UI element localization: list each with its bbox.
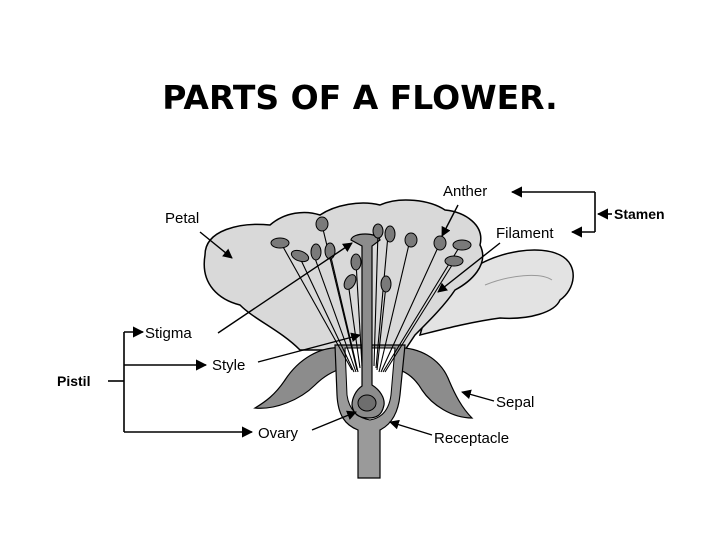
style-label: Style <box>212 357 245 374</box>
stigma-label: Stigma <box>145 325 192 342</box>
anther <box>404 232 418 248</box>
petal-pointer <box>199 231 233 259</box>
pistil-bracket <box>108 326 254 438</box>
stigma-pointer <box>217 242 353 334</box>
anther <box>343 274 357 290</box>
anther <box>315 216 329 232</box>
right-sepal <box>389 347 474 419</box>
ovary-label: Ovary <box>258 425 299 442</box>
style-pointer <box>257 332 361 363</box>
pistil-style <box>350 233 385 419</box>
ovary-ovule <box>357 394 377 412</box>
pistil-label: Pistil <box>57 373 90 389</box>
anther <box>310 243 322 261</box>
diagram-title: PARTS OF A FLOWER. <box>162 78 558 117</box>
pointer-lines <box>199 204 501 436</box>
anther <box>380 275 392 293</box>
right-petal-shadow <box>484 275 553 286</box>
filament-label: Filament <box>496 225 554 242</box>
stamens <box>281 224 461 373</box>
anther <box>324 242 336 260</box>
receptacle-pointer <box>389 419 433 436</box>
anthers <box>270 216 472 293</box>
receptacle-label: Receptacle <box>434 430 509 447</box>
anther-label: Anther <box>443 183 487 200</box>
filament-pointer <box>437 242 501 293</box>
sepal-label: Sepal <box>496 394 534 411</box>
anther <box>444 255 464 267</box>
anther <box>270 237 290 249</box>
anther <box>372 223 384 239</box>
anther <box>384 225 396 243</box>
ovary-pointer <box>311 410 357 431</box>
anther <box>350 253 362 271</box>
anther <box>452 239 472 251</box>
stamen-bracket <box>510 186 612 238</box>
petal-label: Petal <box>165 210 199 227</box>
stamen-label: Stamen <box>614 206 665 222</box>
left-sepal <box>253 347 349 409</box>
anther-pointer <box>441 204 459 237</box>
anther <box>290 249 310 263</box>
anther <box>433 235 447 251</box>
sepal-pointer <box>461 389 495 402</box>
right-petal <box>418 249 574 337</box>
